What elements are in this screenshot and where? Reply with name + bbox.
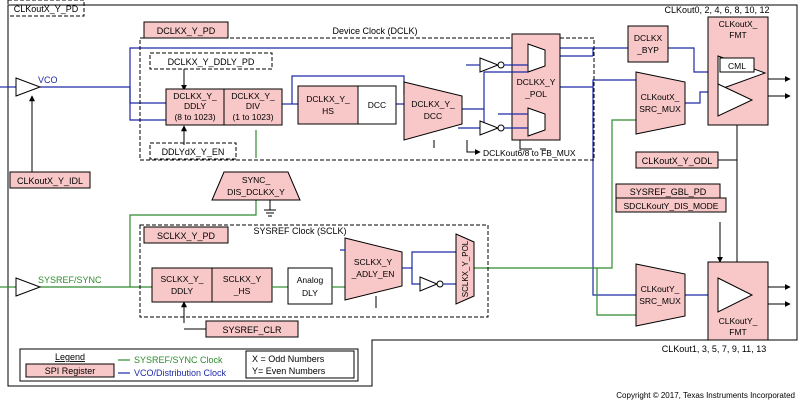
clkoutx-fmt-line2: FMT — [729, 30, 746, 40]
sclk-ddly-line1: SCLKX_Y_ — [161, 274, 204, 284]
sclk-pol-mux — [455, 233, 475, 305]
copyright: Copyright © 2017, Texas Instruments Inco… — [616, 391, 795, 400]
legend-sysref-label: SYSREF/SYNC Clock — [134, 355, 223, 365]
sclk-hs-block — [211, 267, 273, 303]
vco-input-buffer — [15, 77, 42, 97]
clkouty-src-mux-line2: SRC_MUX — [639, 296, 681, 306]
clkoutx-y-odl-label: CLKoutX_Y_ODL — [642, 156, 713, 166]
clkoutx-y-pd-box — [7, 0, 85, 17]
sclk-ddly-line2: DDLY — [171, 286, 193, 296]
vco-label: VCO — [38, 75, 58, 85]
dclkx-byp-line2: _BYP — [636, 45, 659, 55]
sync-dis-line2: DIS_DCLKX_Y — [227, 187, 285, 197]
clkouty-fmt-line1: CLKoutY_ — [719, 316, 758, 326]
dclk-ddly-line3: (8 to 1023) — [174, 112, 215, 122]
clkouty-src-mux — [635, 263, 686, 327]
dclkx-y-ddly-pd-box — [149, 52, 273, 70]
dclk-div-line1: DCLKX_Y_ — [231, 91, 275, 101]
bottom-output-header: CLKout1, 3, 5, 7, 9, 11, 13 — [662, 344, 766, 354]
sclk-hs-line1: SCLKX_Y — [223, 274, 262, 284]
sclk-pol-label: SCLKX_Y_POL — [461, 240, 470, 297]
legend-spi-swatch — [25, 363, 115, 378]
sysref-gbl-pd-label: SYSREF_GBL_PD — [630, 187, 707, 197]
clkoutx-src-mux — [635, 71, 686, 135]
sclkx-y-pd-label: SCLKX_Y_PD — [157, 231, 216, 241]
analog-dly-block — [287, 267, 333, 305]
dclk-div-block — [223, 88, 283, 126]
sclk-adly-mux — [344, 237, 403, 301]
sysref-sync-label: SYSREF/SYNC — [38, 275, 102, 285]
clkoutx-buffer — [717, 83, 754, 117]
dclk-div-line2: DIV — [246, 101, 261, 111]
sclkx-y-pd-box — [143, 226, 229, 244]
sclk-hs-line2: _HS — [233, 286, 251, 296]
dcc-label: DCC — [368, 100, 386, 110]
analog-dly-line1: Analog — [297, 275, 324, 285]
clkouty-src-mux-line1: CLKoutY_ — [641, 284, 680, 294]
sdclkouty-dis-mode-box — [615, 197, 727, 213]
sysref-clock-section — [139, 224, 489, 318]
dclkx-y-pd-box — [143, 21, 229, 39]
legend-even-label: Y= Even Numbers — [252, 366, 326, 376]
legend-box — [19, 348, 359, 382]
dclk-pol-mux-bottom — [527, 107, 546, 137]
cml-label: CML — [728, 61, 746, 71]
dclk-hs-block — [297, 85, 359, 125]
dclk-pol-line1b: DCLKX_Y — [517, 77, 556, 87]
clkoutx-y-pd-label: CLKoutX_Y_PD — [14, 4, 79, 14]
dclk-pol-line2: _POL — [524, 89, 547, 99]
legend-odd-label: X = Odd Numbers — [252, 354, 325, 364]
dclkx-byp-box — [627, 25, 669, 63]
fb-mux-label: DCLKout6/8 to FB_MUX — [483, 148, 576, 158]
sclk-adly-line2: _ADLY_EN — [351, 269, 395, 279]
legend-xy-box — [245, 350, 355, 379]
sysref-input-buffer — [15, 277, 42, 297]
sync-dis-mux — [211, 171, 301, 201]
clkoutx-src-mux-line2: SRC_MUX — [639, 104, 681, 114]
dclk-hs-line1: DCLKX_Y_ — [306, 94, 350, 104]
clkoutx-y-idl-box — [9, 171, 91, 189]
dclk-dcc-mux — [403, 81, 463, 141]
dclkx-y-ddly-pd-label: DCLKX_Y_DDLY_PD — [168, 57, 255, 67]
clkoutx-src-mux-line1: CLKoutX_ — [641, 92, 680, 102]
dclk-ddly-line1: DCLKX_Y_ — [173, 91, 217, 101]
analog-dly-line2: DLY — [302, 288, 318, 298]
dclk-ddly-block — [165, 88, 225, 126]
device-boundary — [7, 4, 798, 387]
dclk-div-line3: (1 to 1023) — [232, 112, 273, 122]
dclk-hs-line2: HS — [322, 106, 334, 116]
ddlydx-y-en-label: DDLYdX_Y_EN — [162, 147, 225, 157]
cml-box — [719, 57, 755, 73]
ddlydx-y-en-box — [149, 142, 237, 160]
device-clock-title: Device Clock (DCLK) — [332, 26, 417, 36]
sysref-clock-title: SYSREF Clock (SCLK) — [253, 226, 346, 236]
dclk-ddly-line2: DDLY — [184, 101, 206, 111]
inverter-top — [479, 57, 500, 73]
sync-dis-line1: SYNC_ — [242, 175, 271, 185]
dclk-pol-mux-top — [527, 43, 546, 73]
legend-vco-label: VCO/Distribution Clock — [134, 368, 227, 378]
clkoutx-fmt-line1: CLKoutX_ — [719, 19, 758, 29]
legend-spi-label: SPI Register — [45, 366, 96, 376]
dclkx-y-pd-label: DCLKX_Y_PD — [157, 26, 216, 36]
sclk-adly-line1: SCLKX_Y — [354, 257, 393, 267]
clkouty-fmt-line2: FMT — [729, 327, 746, 337]
clkoutx-y-idl-label: CLKoutX_Y_IDL — [17, 176, 83, 186]
dclk-dcc-line1: DCLKX_Y_ — [411, 99, 455, 109]
dclk-dcc-line2: DCC — [424, 111, 442, 121]
sdclkouty-dis-mode-label: SDCLKoutY_DIS_MODE — [624, 201, 719, 211]
dcc-block — [357, 85, 397, 125]
sysref-wires — [0, 119, 636, 316]
clkouty-buffer — [717, 277, 754, 313]
legend-title: Legend — [55, 352, 85, 362]
top-output-header: CLKout0, 2, 4, 6, 8, 10, 12 — [664, 5, 769, 15]
dclkx-byp-line1: DCLKX — [634, 33, 663, 43]
sysref-clr-label: SYSREF_CLR — [222, 325, 282, 335]
control-wires — [29, 69, 791, 323]
inverter-bottom — [479, 120, 500, 136]
sclk-inverter — [419, 276, 439, 292]
